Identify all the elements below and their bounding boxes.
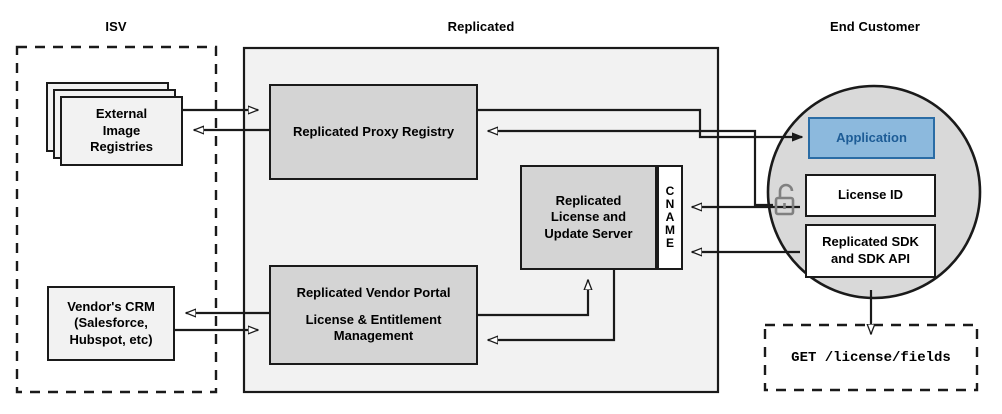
registries-line-2: Image [102,122,141,138]
crm-line-1: Vendor's CRM [67,298,155,314]
edge-license-server-to-portal [488,270,616,340]
crm-line-3: Hubspot, etc) [69,331,153,347]
edge-portal-to-license-server [478,280,588,317]
application-label: Application [836,129,907,145]
api-call-box[interactable]: GET /license/fields [765,325,977,390]
api-call-boundary [763,323,979,392]
unlocked-padlock-icon [774,183,795,216]
cname-letter-m: M [665,222,675,237]
license-server-line-3: Update Server [544,225,633,241]
vendor-portal-title: Replicated Vendor Portal [296,285,451,301]
zone-label-end-customer: End Customer [829,19,921,34]
replicated-license-and-update-server[interactable]: Replicated License and Update Server [520,165,657,270]
sdk-line-1: Replicated SDK [822,234,919,250]
vendors-crm[interactable]: Vendor's CRM (Salesforce, Hubspot, etc) [47,286,175,361]
cname-strip[interactable]: C N A M E [657,165,683,270]
zone-label-replicated: Replicated [447,19,515,34]
edge-proxy-to-application [478,108,802,137]
registries-line-3: Registries [90,139,153,155]
license-id-label: License ID [837,187,904,203]
api-call-label: GET /license/fields [791,349,951,366]
license-server-line-2: License and [550,209,627,225]
cname-letter-a: A [665,210,675,225]
external-image-registries[interactable]: External Image Registries [60,96,183,166]
license-id-box[interactable]: License ID [805,174,936,217]
sdk-line-2: and SDK API [831,251,910,266]
isv-boundary [15,45,218,394]
edge-application-to-proxy [488,131,773,207]
registries-line-1: External [95,106,148,122]
replicated-proxy-registry[interactable]: Replicated Proxy Registry [269,84,478,180]
proxy-registry-label: Replicated Proxy Registry [292,123,455,139]
vendor-portal-line-2: Management [333,328,414,344]
application-box[interactable]: Application [808,117,935,159]
cname-letter-e: E [665,235,674,250]
crm-line-2: (Salesforce, [74,315,148,331]
cname-letter-c: C [665,184,675,199]
zone-label-isv: ISV [105,19,127,34]
replicated-sdk-box[interactable]: Replicated SDK and SDK API [805,224,936,278]
vendor-portal-line-1: License & Entitlement [305,311,442,327]
cname-letter-n: N [665,197,675,212]
license-server-line-1: Replicated [555,192,622,208]
replicated-vendor-portal[interactable]: Replicated Vendor Portal License & Entit… [269,265,478,365]
